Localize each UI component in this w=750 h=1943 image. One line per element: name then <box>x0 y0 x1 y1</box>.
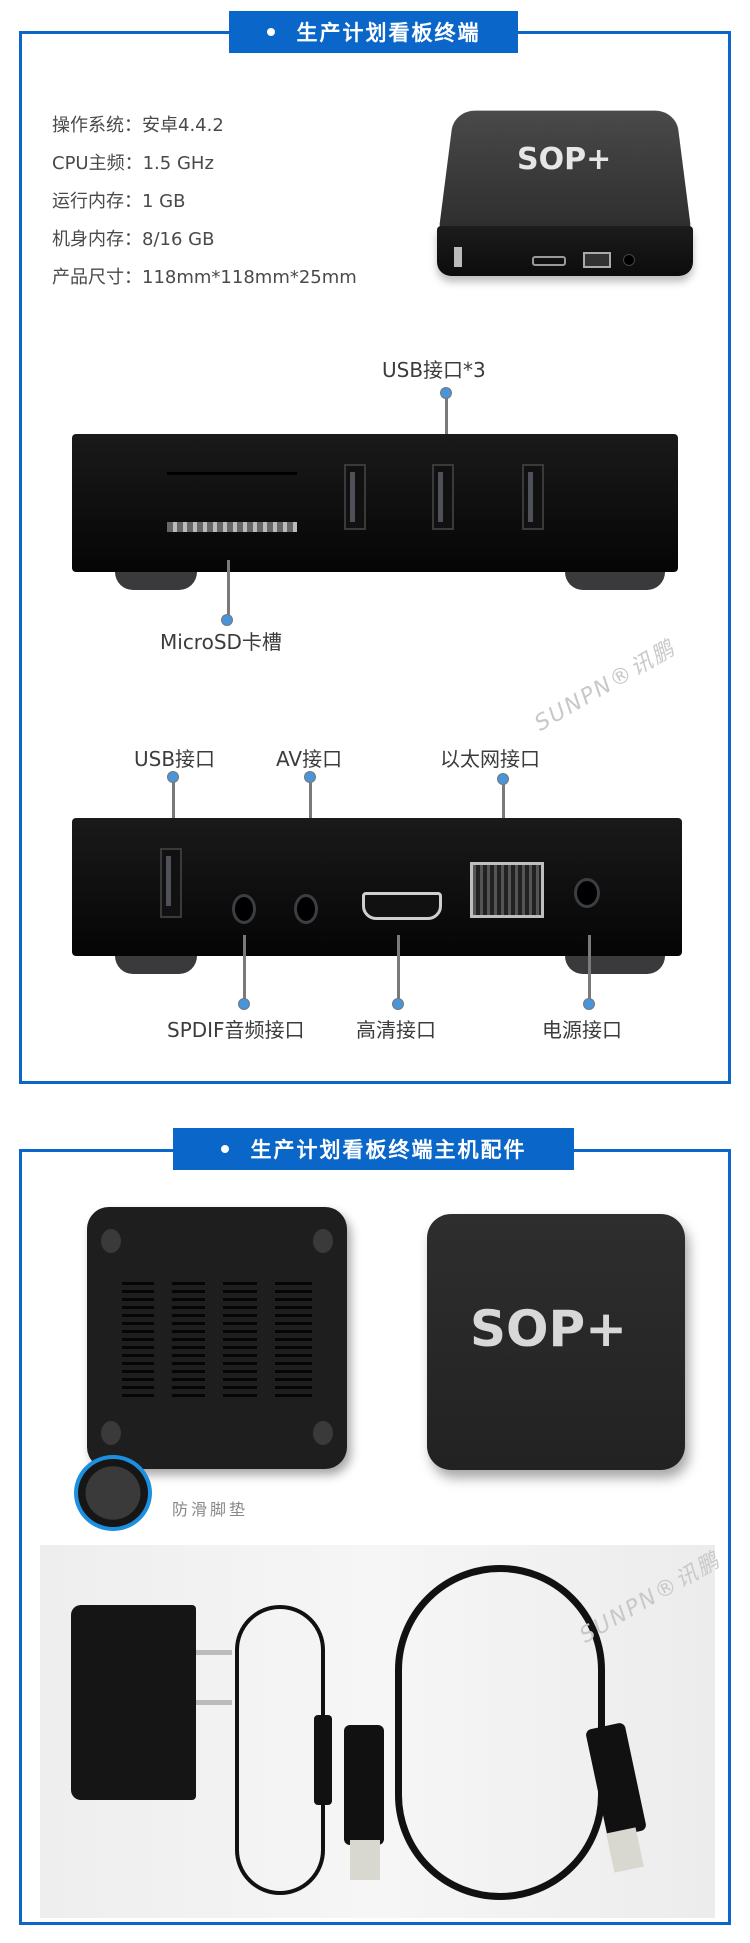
accessories-photo <box>40 1545 715 1918</box>
spec-label: 产品尺寸： <box>52 267 142 288</box>
usb-port-icon <box>432 464 454 530</box>
usb-port-icon <box>160 848 182 918</box>
device-top-image <box>427 1214 685 1470</box>
pointer-line <box>397 935 400 1003</box>
power-adapter-icon <box>71 1605 196 1800</box>
usb-port-icon <box>522 464 544 530</box>
vent-divider <box>257 1272 275 1402</box>
section2-title: 生产计划看板终端主机配件 <box>250 1138 527 1162</box>
microsd-slot-icon <box>167 522 297 532</box>
hdmi-port-icon <box>532 256 566 266</box>
label-foot-pad: 防滑脚垫 <box>172 1500 249 1519</box>
label-usb3: USB接口*3 <box>382 358 486 382</box>
av-port-icon <box>294 894 318 924</box>
pin-dot-icon <box>238 998 250 1010</box>
usb-port-icon <box>454 247 462 267</box>
spec-value: 安卓4.4.2 <box>142 115 224 136</box>
spdif-port-icon <box>232 894 256 924</box>
rubber-foot <box>565 572 665 590</box>
spec-cpu: CPU主频：1.5 GHz <box>52 149 214 175</box>
device-front <box>437 226 693 276</box>
device-image: SOP+ <box>437 104 693 279</box>
rubber-foot <box>565 956 665 974</box>
hdmi-connector-tip <box>350 1840 380 1880</box>
section2-banner: 生产计划看板终端主机配件 <box>173 1128 574 1170</box>
label-ethernet: 以太网接口 <box>440 747 540 771</box>
power-port-icon <box>623 254 635 266</box>
pointer-line <box>502 784 505 846</box>
spec-value: 118mm*118mm*25mm <box>142 267 357 288</box>
label-power: 电源接口 <box>542 1018 622 1042</box>
sd-slit <box>167 472 297 475</box>
label-av: AV接口 <box>276 747 343 771</box>
pin-dot-icon <box>221 614 233 626</box>
device-logo: SOP+ <box>470 1300 628 1358</box>
foot-pad-icon <box>101 1421 121 1445</box>
back-panel-image <box>72 818 682 956</box>
label-microsd: MicroSD卡槽 <box>160 630 282 654</box>
spec-label: 机身内存： <box>52 229 142 250</box>
pin-dot-icon <box>392 998 404 1010</box>
ethernet-port-icon <box>470 862 544 918</box>
foot-pad-icon <box>313 1229 333 1253</box>
spec-label: CPU主频： <box>52 153 143 174</box>
section1-title: 生产计划看板终端 <box>296 21 481 45</box>
spec-value: 8/16 GB <box>142 229 215 250</box>
spec-label: 运行内存： <box>52 191 142 212</box>
pin-dot-icon <box>583 998 595 1010</box>
rubber-foot <box>115 572 197 590</box>
section1-banner: 生产计划看板终端 <box>229 11 518 53</box>
label-spdif: SPDIF音频接口 <box>167 1018 305 1042</box>
label-hdmi: 高清接口 <box>356 1018 436 1042</box>
vent-divider <box>205 1272 223 1402</box>
pointer-line <box>588 935 591 1003</box>
power-cable-icon <box>235 1605 325 1895</box>
pointer-line <box>445 398 448 460</box>
bullet-icon <box>266 28 275 36</box>
ethernet-port-icon <box>583 252 611 268</box>
hdmi-port-icon <box>362 892 442 920</box>
power-port-icon <box>574 878 600 908</box>
vent-divider <box>154 1272 172 1402</box>
spec-label: 操作系统： <box>52 115 142 136</box>
usb-port-icon <box>344 464 366 530</box>
foot-pad-icon <box>101 1229 121 1253</box>
foot-pad-zoom-icon <box>74 1455 152 1531</box>
foot-pad-icon <box>313 1421 333 1445</box>
pointer-line <box>172 782 175 850</box>
pointer-line <box>227 560 230 620</box>
adapter-prong <box>196 1700 232 1705</box>
dc-plug-icon <box>314 1715 332 1805</box>
hdmi-cable-icon <box>395 1565 605 1900</box>
spec-ram: 运行内存：1 GB <box>52 187 185 213</box>
front-panel-image <box>72 434 678 572</box>
pointer-line <box>309 782 312 848</box>
label-usb: USB接口 <box>134 747 216 771</box>
spec-os: 操作系统：安卓4.4.2 <box>52 111 224 137</box>
pointer-line <box>243 935 246 1003</box>
spec-storage: 机身内存：8/16 GB <box>52 225 214 251</box>
hdmi-connector-tip <box>606 1827 644 1873</box>
rubber-foot <box>115 956 197 974</box>
adapter-prong <box>196 1650 232 1655</box>
spec-value: 1.5 GHz <box>142 153 214 174</box>
spec-value: 1 GB <box>142 191 186 212</box>
bullet-icon <box>220 1145 229 1153</box>
device-bottom-image <box>87 1207 347 1469</box>
hdmi-plug-icon <box>344 1725 384 1845</box>
device-logo: SOP+ <box>517 142 612 177</box>
spec-size: 产品尺寸：118mm*118mm*25mm <box>52 263 357 289</box>
